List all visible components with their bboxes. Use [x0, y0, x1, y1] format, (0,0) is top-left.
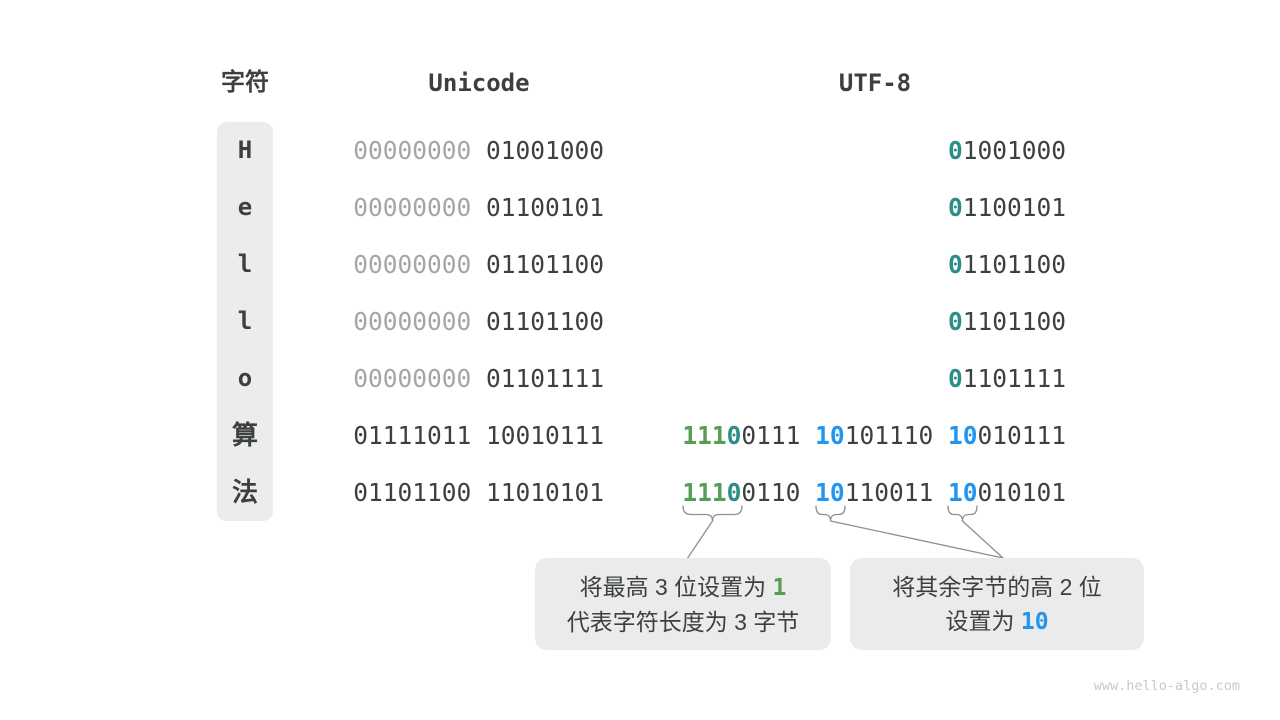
bit-segment: 01100101 [485, 193, 604, 222]
bit-segment: 01101100 [485, 307, 604, 336]
bit-segment: 00000000 [353, 136, 472, 165]
bit-segment: 0 [947, 307, 963, 336]
utf8-byte: 01100101 [948, 193, 1066, 222]
callout-high-bits: 将最高 3 位设置为 1 代表字符长度为 3 字节 [535, 558, 831, 650]
unicode-cell: 00000000 01101100 [280, 293, 604, 350]
bit-segment: 01101100 [353, 478, 472, 507]
character-cell: l [237, 307, 253, 335]
bit-segment: 00000000 [353, 307, 472, 336]
bit-segment: 1101111 [962, 364, 1066, 393]
char-column-background [217, 122, 273, 521]
connector-right-callout-b [961, 520, 1004, 559]
character-cell: o [237, 364, 253, 392]
bit-segment: 111 [682, 421, 727, 450]
bit-segment: 10 [947, 421, 978, 450]
utf8-byte: 01001000 [948, 136, 1066, 165]
utf8-cell: 01101100 [560, 236, 1066, 293]
character-cell: 算 [231, 420, 258, 450]
bit-segment: 1100101 [962, 193, 1066, 222]
utf8-byte: 10010101 [948, 478, 1066, 507]
utf8-column-header: UTF-8 [838, 69, 912, 97]
bit-segment: 1001000 [962, 136, 1066, 165]
character-cell: 法 [231, 477, 258, 507]
utf8-cell: 01101111 [560, 350, 1066, 407]
bit-segment: 01101111 [485, 364, 604, 393]
highlight-one-bit: 1 [772, 574, 787, 601]
bit-segment: 10 [815, 421, 845, 450]
unicode-cell: 00000000 01100101 [280, 179, 604, 236]
bit-segment: 10010111 [485, 421, 604, 450]
bit-segment: 1101100 [962, 307, 1066, 336]
utf8-byte: 10101110 [815, 421, 933, 450]
bit-segment: 0110 [741, 478, 801, 507]
utf8-byte: 11100110 [682, 478, 800, 507]
bit-segment: 111 [682, 478, 727, 507]
callout-text: 将最高 3 位设置为 [579, 573, 773, 600]
callout-continuation-bits: 将其余字节的高 2 位 设置为 10 [850, 558, 1144, 650]
utf8-cell: 01101100 [560, 293, 1066, 350]
callout-text: 设置为 [945, 607, 1021, 634]
callout-line: 将其余字节的高 2 位 [892, 573, 1102, 600]
bit-segment: 0 [947, 250, 963, 279]
character-cell: e [237, 193, 253, 221]
utf8-byte: 01101100 [948, 250, 1066, 279]
highlight-10-bits: 10 [1020, 608, 1049, 635]
bit-segment: 010101 [977, 478, 1066, 507]
bit-segment: 01001000 [485, 136, 604, 165]
utf8-cell: 01001000 [560, 122, 1066, 179]
watermark: www.hello-algo.com [1093, 678, 1240, 694]
unicode-cell: 00000000 01101100 [280, 236, 604, 293]
bit-segment: 10 [947, 478, 978, 507]
bit-segment: 110011 [844, 478, 934, 507]
utf8-byte: 01101111 [948, 364, 1066, 393]
unicode-cell: 01101100 11010101 [280, 464, 604, 521]
utf8-byte: 11100111 [682, 421, 800, 450]
utf8-byte: 10110011 [815, 478, 933, 507]
utf8-cell: 11100111 10101110 10010111 [560, 407, 1066, 464]
bit-segment: 0 [947, 136, 963, 165]
character-cell: H [237, 136, 253, 164]
bit-segment: 0111 [741, 421, 801, 450]
callout-line: 将最高 3 位设置为 1 [535, 570, 831, 605]
utf8-cell: 01100101 [560, 179, 1066, 236]
utf8-byte: 10010111 [948, 421, 1066, 450]
utf8-byte: 01101100 [948, 307, 1066, 336]
bit-segment: 00000000 [353, 193, 472, 222]
unicode-cell: 00000000 01001000 [280, 122, 604, 179]
bit-segment: 0 [947, 364, 963, 393]
bit-segment: 10 [815, 478, 845, 507]
unicode-cell: 01111011 10010111 [280, 407, 604, 464]
bit-segment: 0 [947, 193, 963, 222]
character-cell: l [237, 250, 253, 278]
bit-segment: 00000000 [353, 364, 472, 393]
unicode-cell: 00000000 01101111 [280, 350, 604, 407]
bit-segment: 1101100 [962, 250, 1066, 279]
bit-segment: 11010101 [485, 478, 604, 507]
bit-segment: 0 [726, 478, 742, 507]
callout-line: 代表字符长度为 3 字节 [566, 608, 800, 635]
bit-segment: 01111011 [353, 421, 472, 450]
connector-left-callout [686, 520, 714, 560]
bit-segment: 00000000 [353, 250, 472, 279]
unicode-column-header: Unicode [428, 69, 530, 97]
char-column-header: 字符 [221, 69, 269, 96]
bit-segment: 01101100 [485, 250, 604, 279]
bit-segment: 010111 [977, 421, 1066, 450]
callout-line: 设置为 10 [850, 604, 1144, 639]
bit-segment: 101110 [844, 421, 934, 450]
utf8-cell: 11100110 10110011 10010101 [560, 464, 1066, 521]
connector-right-callout-a [829, 520, 1004, 559]
bit-segment: 0 [726, 421, 742, 450]
